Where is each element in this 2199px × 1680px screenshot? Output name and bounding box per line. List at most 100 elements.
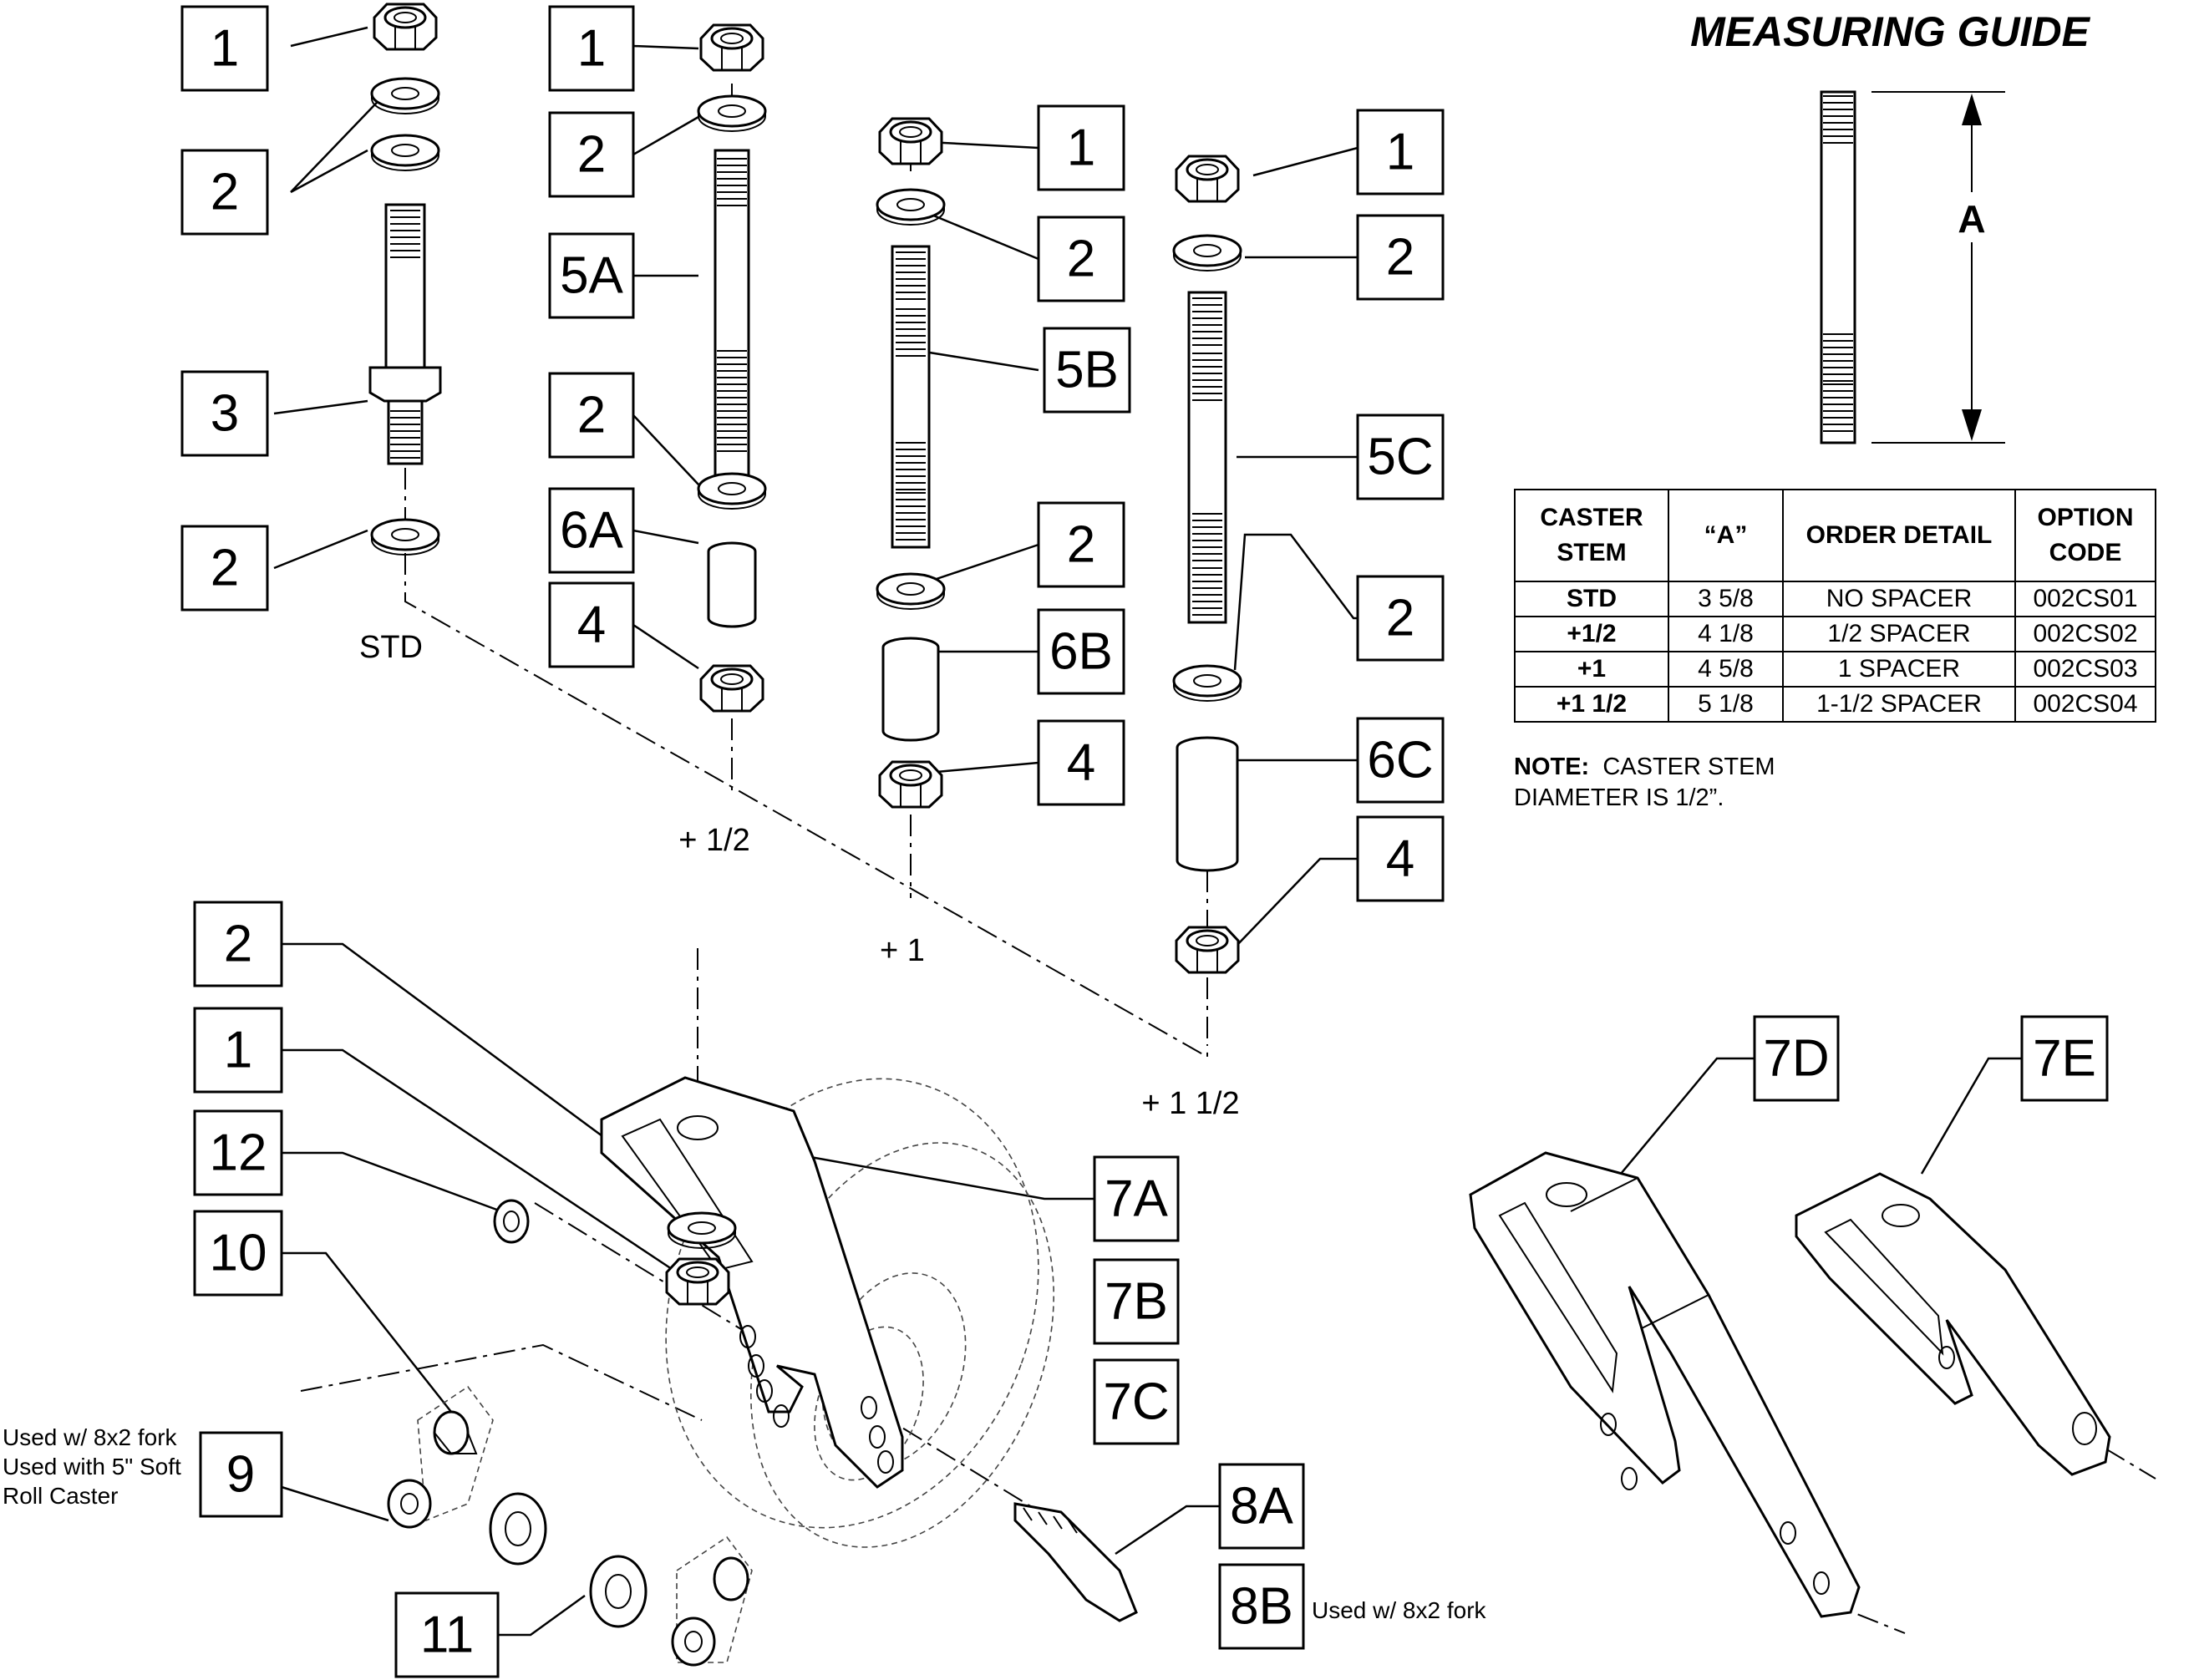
- table-cell: 3 5/8: [1668, 581, 1784, 617]
- variant-one-label: + 1: [880, 933, 925, 968]
- svg-text:2: 2: [577, 126, 606, 184]
- svg-text:2: 2: [211, 540, 239, 597]
- table-cell: +1 1/2: [1514, 686, 1669, 723]
- callout-oh-washer-top: 2: [1356, 214, 1445, 301]
- callout-fork-washer: 2: [193, 901, 283, 987]
- table-header-cell: “A”: [1668, 489, 1784, 582]
- table-header-cell: CASTER STEM: [1514, 489, 1669, 582]
- bolt-8b-note: Used w/ 8x2 fork: [1312, 1597, 1487, 1623]
- svg-text:7E: 7E: [2033, 1030, 2096, 1088]
- half-nut-part: [699, 23, 764, 72]
- svg-text:2: 2: [1067, 231, 1095, 288]
- svg-text:6A: 6A: [560, 502, 623, 560]
- table-header-cell: OPTION CODE: [2014, 489, 2156, 582]
- fork-7e-part: [1795, 1172, 2111, 1476]
- callout-half-nut: 1: [548, 5, 635, 92]
- callout-one-spacer: 6B: [1037, 608, 1125, 695]
- one-bottom-nut-part: [878, 760, 943, 809]
- svg-text:4: 4: [1067, 734, 1095, 792]
- callout-oh-spacer: 6C: [1356, 717, 1445, 804]
- table-cell: +1/2: [1514, 616, 1669, 652]
- table-row: +1 4 5/8 1 SPACER 002CS03: [1514, 651, 2156, 688]
- one-washer-top-part: [876, 188, 946, 226]
- note-line2: DIAMETER IS 1/2”.: [1514, 784, 1724, 811]
- fork-assembly: [387, 1076, 1138, 1667]
- variant-std-label: STD: [359, 630, 423, 665]
- half-inch-stem-assembly: [697, 23, 767, 713]
- svg-text:1: 1: [1067, 119, 1095, 177]
- callout-one-nut: 1: [1037, 104, 1125, 191]
- table-cell: 4 5/8: [1668, 651, 1784, 688]
- svg-text:2: 2: [1386, 229, 1414, 287]
- callout-fork-7a: 7A: [1093, 1155, 1180, 1242]
- callout-one-washer-mid: 2: [1037, 501, 1125, 588]
- svg-text:1: 1: [224, 1022, 252, 1079]
- callout-bolt-8b: 8B: [1218, 1563, 1305, 1650]
- table-cell: 002CS04: [2014, 686, 2156, 723]
- callout-fork-7b: 7B: [1093, 1258, 1180, 1345]
- svg-text:5C: 5C: [1367, 429, 1433, 486]
- svg-text:9: 9: [226, 1446, 255, 1504]
- callout-half-bottom-nut: 4: [548, 581, 635, 668]
- spacer-9-note-line2: Used with 5" Soft: [3, 1454, 181, 1480]
- svg-text:3: 3: [211, 385, 239, 443]
- table-cell: 002CS03: [2014, 651, 2156, 688]
- svg-text:11: 11: [420, 1606, 474, 1664]
- callouts: 1 2 3 2 1 2 5A 2 6A 4 1 2 5B 2 6B 4 1 2 …: [180, 5, 2109, 1678]
- callout-axle-spacer: 10: [193, 1210, 283, 1297]
- note-label: NOTE:: [1514, 754, 1590, 780]
- std-bottom-washer-part: [370, 518, 440, 556]
- measuring-guide-title: MEASURING GUIDE: [1690, 8, 2090, 55]
- svg-text:6B: 6B: [1049, 623, 1113, 681]
- callout-half-spacer: 6A: [548, 487, 635, 574]
- std-stem-assembly: [368, 3, 442, 556]
- table-cell: 1 SPACER: [1782, 651, 2016, 688]
- axle-nut-part: [493, 1199, 530, 1244]
- svg-text:2: 2: [1386, 590, 1414, 647]
- table-cell: +1: [1514, 651, 1669, 688]
- table-row: +1/2 4 1/8 1/2 SPACER 002CS02: [1514, 616, 2156, 652]
- table-cell: 1/2 SPACER: [1782, 616, 2016, 652]
- dimension-a-label: A: [1958, 197, 1985, 241]
- svg-text:4: 4: [577, 596, 606, 654]
- fork-7a-part: [600, 1076, 904, 1489]
- callout-oh-stem: 5C: [1356, 414, 1445, 500]
- oh-washer-top-part: [1172, 234, 1242, 272]
- callout-std-nut: 1: [180, 5, 269, 92]
- callout-oh-bottom-nut: 4: [1356, 815, 1445, 902]
- callout-oh-washer-mid: 2: [1356, 575, 1445, 662]
- spacer-9-note-line3: Roll Caster: [3, 1483, 118, 1509]
- one-washer-mid-part: [876, 572, 946, 611]
- one-nut-part: [878, 117, 943, 165]
- svg-text:2: 2: [1067, 516, 1095, 574]
- svg-text:7A: 7A: [1105, 1170, 1168, 1228]
- callout-axle-nut: 12: [193, 1109, 283, 1196]
- callout-one-washer-top: 2: [1037, 216, 1125, 302]
- table-cell: 4 1/8: [1668, 616, 1784, 652]
- svg-text:7C: 7C: [1103, 1373, 1169, 1431]
- caster-stem-table: CASTER STEM “A” ORDER DETAIL OPTION CODE…: [1514, 489, 2156, 723]
- std-washer-2-part: [370, 134, 440, 172]
- table-cell: 1-1/2 SPACER: [1782, 686, 2016, 723]
- table-row: +1 1/2 5 1/8 1-1/2 SPACER 002CS04: [1514, 686, 2156, 723]
- table-cell: 002CS02: [2014, 616, 2156, 652]
- oh-washer-mid-part: [1172, 664, 1242, 703]
- svg-text:7D: 7D: [1763, 1030, 1829, 1088]
- svg-text:8A: 8A: [1230, 1478, 1293, 1535]
- measuring-guide-stem: A: [1820, 90, 2005, 444]
- callout-fork-7d: 7D: [1753, 1015, 1840, 1102]
- callout-half-washer-top: 2: [548, 111, 635, 198]
- callout-std-bottom-washer: 2: [180, 525, 269, 612]
- svg-text:12: 12: [210, 1124, 267, 1182]
- callout-fork-7e: 7E: [2020, 1015, 2109, 1102]
- svg-text:1: 1: [577, 20, 606, 78]
- svg-text:1: 1: [1386, 124, 1414, 181]
- callout-half-stem: 5A: [548, 232, 635, 319]
- svg-text:6C: 6C: [1367, 732, 1433, 789]
- half-washer-top-part: [697, 94, 767, 133]
- table-header-row: CASTER STEM “A” ORDER DETAIL OPTION CODE: [1514, 489, 2156, 582]
- fork-7d-part: [1469, 1151, 1861, 1618]
- table-cell: 002CS01: [2014, 581, 2156, 617]
- callout-one-bottom-nut: 4: [1037, 719, 1125, 806]
